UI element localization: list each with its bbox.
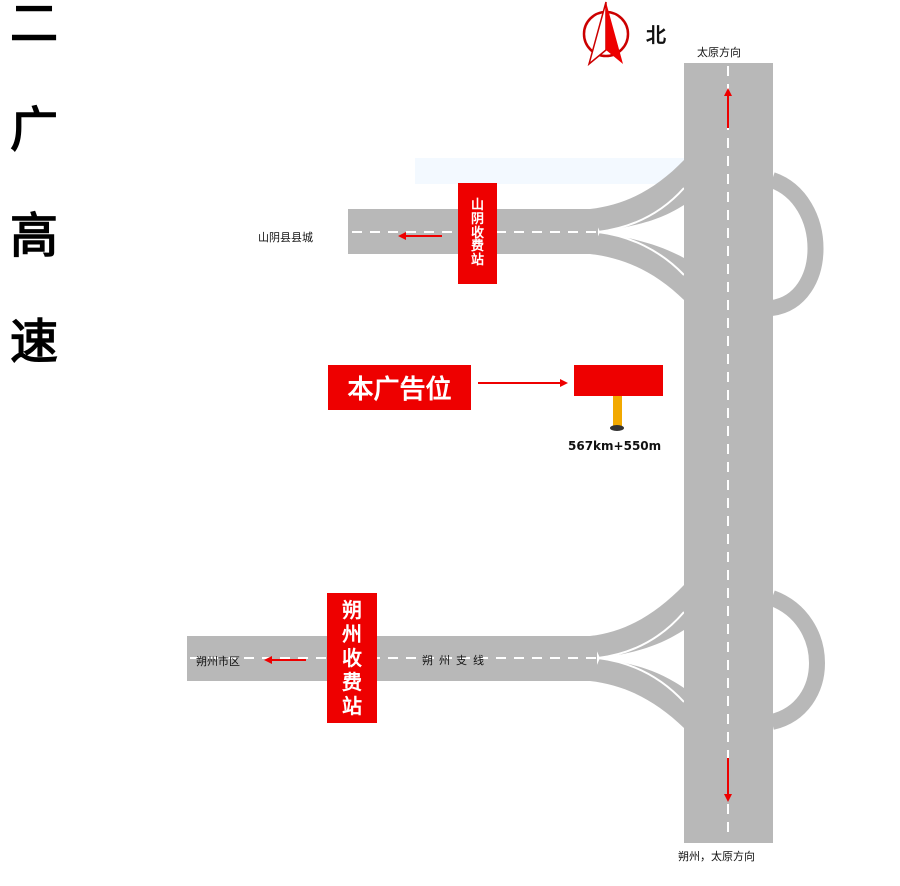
highway-char: 高 [9, 208, 58, 264]
direction-west-upper-label: 山阴县县城 [258, 231, 313, 244]
direction-south-label: 朔州，太原方向 [678, 850, 755, 863]
toll-station-lower: 朔 州 收 费 站 [327, 593, 377, 723]
highway-char: 速 [9, 314, 58, 370]
billboard-pole [613, 396, 622, 426]
branch-road-label: 朔州支线 [422, 654, 490, 667]
ramp-lower-north [590, 585, 684, 658]
billboard-base [610, 425, 624, 431]
toll-station-char: 费 [342, 669, 362, 694]
light-patch [415, 158, 685, 184]
ramp-loop-upper [768, 172, 824, 316]
direction-north-label: 太原方向 [697, 46, 741, 59]
toll-station-char: 站 [470, 252, 484, 268]
ad-location-label: 567km+550m [568, 439, 662, 453]
highway-char: 二 [9, 0, 58, 52]
ad-position-label: 本广告位 [328, 365, 471, 410]
toll-station-char: 收 [470, 225, 484, 241]
highway-char: 广 [9, 102, 58, 158]
toll-station-char: 收 [342, 645, 362, 670]
billboard-marker [574, 365, 663, 396]
ramp-loop-lower [768, 590, 825, 730]
toll-station-upper: 山 阴 收 费 站 [458, 183, 497, 284]
direction-west-lower-label: 朔州市区 [196, 655, 240, 668]
toll-station-char: 山 [470, 198, 484, 214]
ramp-divider [597, 187, 685, 276]
ramp-upper-south [590, 232, 684, 300]
toll-station-char: 阴 [470, 212, 484, 228]
toll-station-char: 站 [342, 693, 362, 718]
toll-station-char: 朔 [342, 597, 362, 622]
north-arrow-icon [582, 1, 630, 67]
toll-station-char: 州 [342, 621, 362, 646]
ramp-upper-north [590, 160, 684, 232]
ramp-lower-south [590, 658, 684, 728]
toll-station-char: 费 [470, 239, 484, 255]
ramp-divider [597, 611, 685, 703]
compass-label: 北 [646, 23, 666, 47]
highway-name: 二 广 高 速 [0, 0, 68, 366]
